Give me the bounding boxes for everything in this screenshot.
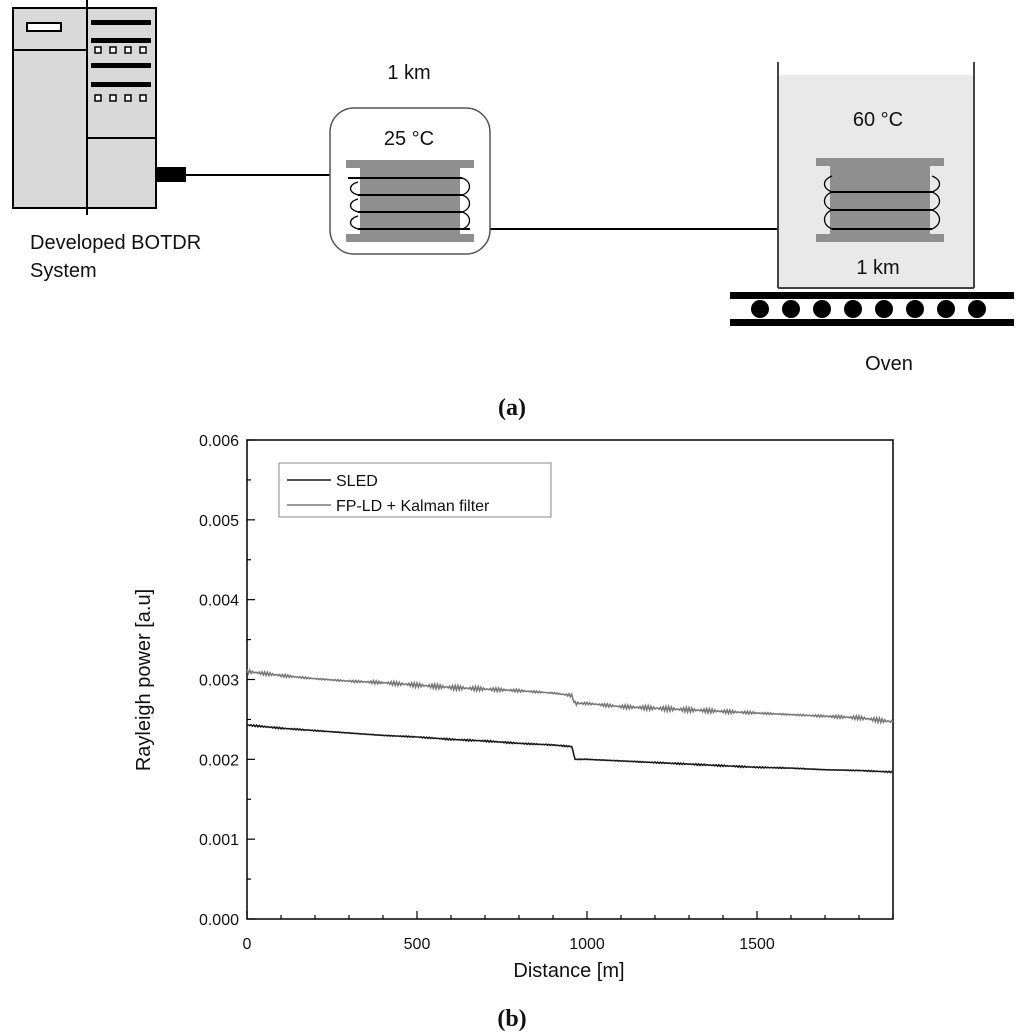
spool-2-core [830, 166, 930, 234]
y-axis-label: Rayleigh power [a.u] [133, 589, 155, 771]
oven-heater-elements [751, 300, 986, 318]
spool-1-top-flange [346, 160, 474, 168]
y-tick-label: 0.004 [199, 593, 239, 610]
oven: 60 °C 1 km [730, 62, 1014, 375]
cabinet-slot-1 [91, 20, 151, 25]
y-tick-label: 0.005 [199, 513, 239, 530]
plot-area [246, 439, 894, 920]
legend-label-fpld: FP-LD + Kalman filter [336, 498, 490, 515]
cabinet-slot-2 [91, 38, 151, 43]
oven-rail-top [730, 292, 1014, 299]
x-axis-label: Distance [m] [513, 960, 624, 982]
y-tick-label: 0.001 [199, 832, 239, 849]
cabinet-slot-3 [91, 63, 151, 68]
y-tick-label: 0.006 [199, 433, 239, 450]
x-tick-label: 500 [404, 936, 431, 953]
spool-1-length-label: 1 km [387, 62, 430, 84]
system-label-line2: System [30, 260, 97, 282]
oven-label: Oven [865, 353, 913, 375]
legend: SLED FP-LD + Kalman filter [278, 462, 552, 518]
series-line-fpld-kalman [246, 668, 894, 725]
spool-1-bottom-flange [346, 234, 474, 242]
x-tick-label: 0 [243, 936, 252, 953]
panel-a-diagram: Developed BOTDR System 1 km 25 °C [12, 0, 1014, 421]
botdr-instrument [12, 0, 186, 215]
spool-2-windings [823, 175, 941, 230]
fiber-connector [156, 167, 186, 182]
spool-1-temperature-label: 25 °C [384, 128, 434, 150]
y-tick-label: 0.000 [199, 912, 239, 929]
panel-a-caption: (a) [498, 395, 526, 421]
cabinet-buttons-row-2 [94, 94, 147, 102]
cabinet-slot-4 [91, 82, 151, 87]
y-tick-label: 0.003 [199, 673, 239, 690]
x-tick-labels: 0 500 1000 1500 [243, 936, 775, 953]
cabinet-buttons-row-1 [94, 46, 147, 54]
system-label-line1: Developed BOTDR [30, 232, 201, 254]
legend-box [278, 462, 552, 518]
spool-2-bottom-flange [816, 234, 944, 242]
panel-b-caption: (b) [497, 1006, 526, 1032]
spool-2-temperature-label: 60 °C [853, 109, 903, 131]
x-tick-label: 1500 [739, 936, 775, 953]
y-tick-labels: 0.000 0.001 0.002 0.003 0.004 0.005 0.006 [199, 433, 239, 929]
series-line-sled [247, 723, 894, 774]
spool-2-top-flange [816, 158, 944, 166]
series-layer [246, 668, 894, 774]
axis-ticks [246, 439, 894, 920]
y-tick-label: 0.002 [199, 752, 239, 769]
cabinet-display [26, 22, 62, 32]
spool-1-windings [348, 177, 471, 230]
legend-label-sled: SLED [336, 473, 378, 490]
spool-2-length-label: 1 km [856, 257, 899, 279]
spool-1: 1 km 25 °C [329, 62, 491, 255]
x-tick-label: 1000 [569, 936, 605, 953]
oven-rail-bottom [730, 319, 1014, 326]
